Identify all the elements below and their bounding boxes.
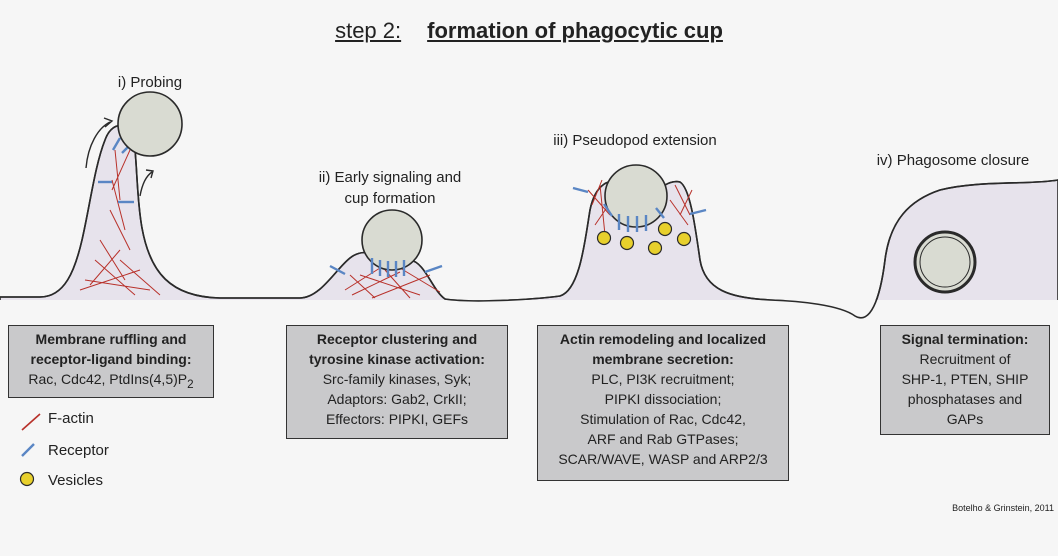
box-head-line: Receptor clustering and: [316, 331, 478, 347]
page-title: step 2: formation of phagocytic cup: [0, 18, 1058, 44]
box-body-line: SHP-1, PTEN, SHIP: [901, 371, 1029, 387]
stage-3-vesicles: [596, 221, 692, 256]
box-receptor-clustering: Receptor clustering and tyrosine kinase …: [286, 325, 508, 439]
box-head-line: receptor-ligand binding:: [30, 351, 192, 367]
stage-label-pseudopod: iii) Pseudopod extension: [535, 130, 735, 151]
particle-2: [361, 209, 423, 271]
vesicle-icon: [19, 471, 35, 487]
legend-vesicles: Vesicles: [48, 472, 104, 489]
stage-1-actin: [79, 149, 161, 296]
stage-2-actin: [344, 267, 441, 299]
box-body-line: PIPKI dissociation;: [604, 391, 722, 407]
box-body-line: PLC, PI3K recruitment;: [591, 371, 735, 387]
stage-label-probing: i) Probing: [90, 72, 210, 93]
box-head-line: Membrane ruffling and: [35, 331, 187, 347]
stage-label-line: ii) Early signaling and: [318, 169, 462, 186]
probing-arrows: [85, 117, 154, 197]
box-body-subscript: 2: [187, 377, 194, 391]
legend-f-actin: F-actin: [48, 410, 94, 427]
particle-1: [117, 91, 183, 157]
box-head-line: membrane secretion:: [592, 351, 734, 367]
stage-2-receptors: [329, 258, 443, 277]
stage-label-line: cup formation: [344, 190, 436, 207]
citation: Botelho & Grinstein, 2011: [952, 503, 1054, 513]
legend-receptor: Receptor: [48, 442, 109, 459]
box-body-line: SCAR/WAVE, WASP and ARP2/3: [558, 451, 768, 467]
box-head-line: tyrosine kinase activation:: [309, 351, 485, 367]
box-body-line: Rac, Cdc42, PtdIns(4,5)P: [28, 371, 188, 387]
box-body-line: Effectors: PIPKI, GEFs: [325, 411, 469, 427]
box-signal-termination: Signal termination: Recruitment of SHP-1…: [880, 325, 1050, 435]
stage-3-actin: [587, 179, 693, 236]
box-head-line: Actin remodeling and localized: [559, 331, 767, 347]
box-body-line: Src-family kinases, Syk;: [322, 371, 472, 387]
f-actin-icon: [21, 413, 41, 431]
receptor-icon: [21, 443, 35, 457]
phagosome: [913, 230, 977, 294]
box-body-line: ARF and Rab GTPases;: [587, 431, 739, 447]
box-body-line: GAPs: [946, 411, 984, 427]
box-actin-remodeling: Actin remodeling and localized membrane …: [537, 325, 789, 481]
stage-label-line: iii) Pseudopod extension: [553, 132, 717, 149]
stage-label-early-signaling: ii) Early signaling and cup formation: [295, 167, 485, 209]
title-step: step 2:: [335, 18, 402, 43]
box-body-line: Recruitment of: [919, 351, 1011, 367]
stage-label-line: i) Probing: [117, 74, 183, 91]
stage-label-line: iv) Phagosome closure: [876, 152, 1030, 169]
phagosome-inner: [919, 236, 971, 288]
box-body-line: Adaptors: Gab2, CrkII;: [327, 391, 467, 407]
stage-3-receptors: [572, 186, 707, 232]
box-head-line: Signal termination:: [901, 331, 1029, 347]
box-body-line: phosphatases and: [907, 391, 1023, 407]
box-membrane-ruffling: Membrane ruffling and receptor-ligand bi…: [8, 325, 214, 398]
stage-label-closure: iv) Phagosome closure: [858, 150, 1048, 171]
title-main: formation of phagocytic cup: [427, 18, 723, 43]
box-body-line: Stimulation of Rac, Cdc42,: [580, 411, 746, 427]
